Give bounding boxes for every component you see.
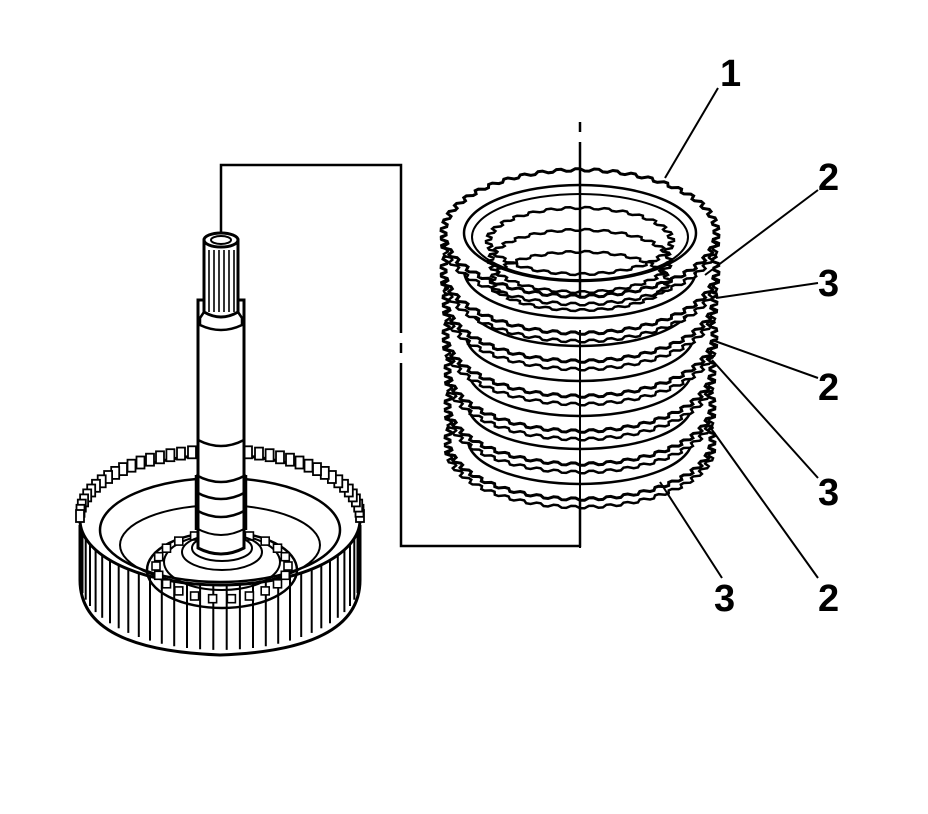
callout-3-middle: 3 (818, 472, 839, 514)
clutch-plate-stack (439, 167, 721, 510)
callout-leaders (659, 87, 819, 579)
alignment-bracket-line (219, 163, 582, 548)
callout-2-top: 2 (818, 157, 839, 199)
shaft-splines (208, 250, 235, 312)
callout-2-bottom: 2 (818, 578, 839, 620)
input-shaft-hub-assembly (75, 231, 365, 657)
input-shaft (194, 231, 248, 556)
callout-3-top: 3 (818, 263, 839, 305)
callout-3-bottom: 3 (714, 578, 735, 620)
callout-1: 1 (720, 53, 741, 95)
callout-labels: 1 2 3 2 3 2 3 (714, 53, 839, 620)
drum-spline-teeth (75, 444, 365, 650)
callout-2-middle: 2 (818, 367, 839, 409)
